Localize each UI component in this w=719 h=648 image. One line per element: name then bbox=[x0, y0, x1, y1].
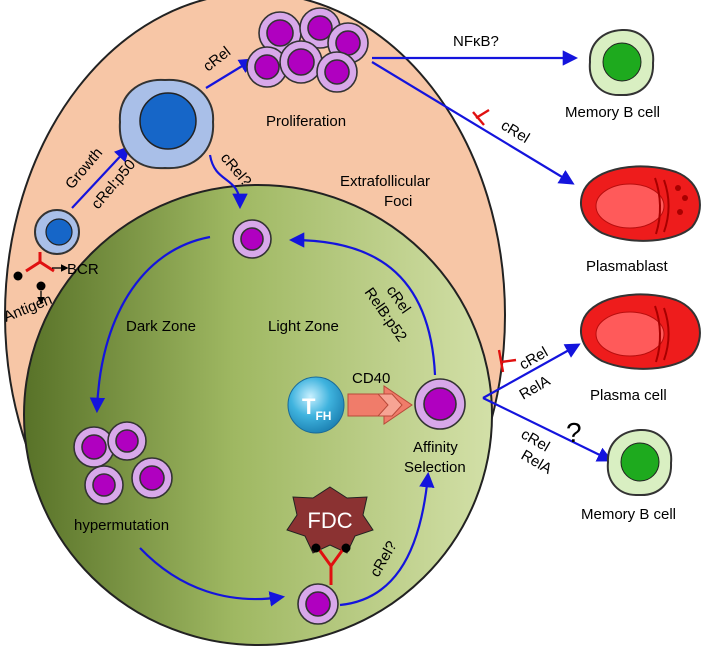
gc-entry-cell bbox=[232, 219, 272, 259]
label-plasmablast: Plasmablast bbox=[586, 258, 669, 275]
label-question: ? bbox=[566, 417, 582, 448]
memory-bcell-bottom bbox=[606, 428, 673, 497]
label-bcr: BCR bbox=[67, 261, 99, 278]
large-bcell bbox=[118, 78, 215, 170]
label-selection: Selection bbox=[404, 459, 466, 476]
label-cd40: CD40 bbox=[352, 370, 390, 387]
arrow-to-plasma-cell bbox=[482, 343, 581, 399]
label-proliferation: Proliferation bbox=[266, 113, 346, 130]
cd40-arrow bbox=[347, 385, 413, 425]
germinal-center bbox=[23, 184, 493, 646]
label-dark-zone: Dark Zone bbox=[126, 318, 196, 335]
label-nfkb: NFκB? bbox=[453, 33, 499, 50]
arrow-to-affinity bbox=[339, 471, 435, 607]
memory-bcell-top bbox=[588, 28, 655, 97]
small-bcell bbox=[34, 209, 80, 255]
label-hypermutation: hypermutation bbox=[74, 517, 169, 534]
fdc-cell bbox=[286, 486, 374, 585]
proliferation-cluster bbox=[246, 7, 369, 93]
bcr-antigen bbox=[13, 252, 69, 305]
arrow-light-zone bbox=[288, 232, 437, 376]
arrow-to-proliferation bbox=[205, 58, 255, 89]
label-memory-bottom: Memory B cell bbox=[581, 506, 676, 523]
label-extrafollicular: Extrafollicular bbox=[340, 173, 430, 190]
label-fdc: FDC bbox=[307, 508, 352, 533]
arrow-dark-zone bbox=[89, 235, 211, 414]
label-tfh: TFH bbox=[302, 394, 331, 423]
affinity-cell bbox=[414, 378, 466, 430]
arrow-to-memory-bottom bbox=[482, 397, 613, 462]
label-affinity: Affinity bbox=[413, 439, 458, 456]
inhibition-marks bbox=[472, 108, 517, 373]
plasmablast-cell bbox=[580, 165, 701, 242]
label-rela-mb: RelA bbox=[518, 447, 555, 478]
arrows bbox=[71, 50, 613, 607]
tfh-cell bbox=[287, 376, 345, 434]
label-light-zone: Light Zone bbox=[268, 318, 339, 335]
arrow-hypermutation bbox=[139, 547, 286, 607]
plasma-cell bbox=[580, 293, 701, 370]
label-memory-top: Memory B cell bbox=[565, 104, 660, 121]
arrow-to-gc bbox=[208, 154, 248, 210]
hypermutation-cluster bbox=[73, 421, 173, 505]
label-foci: Foci bbox=[384, 193, 412, 210]
arrow-to-plasmablast bbox=[371, 61, 575, 185]
fdc-contact-cell bbox=[297, 583, 339, 625]
label-plasma-cell: Plasma cell bbox=[590, 387, 667, 404]
arrow-growth bbox=[71, 145, 131, 209]
